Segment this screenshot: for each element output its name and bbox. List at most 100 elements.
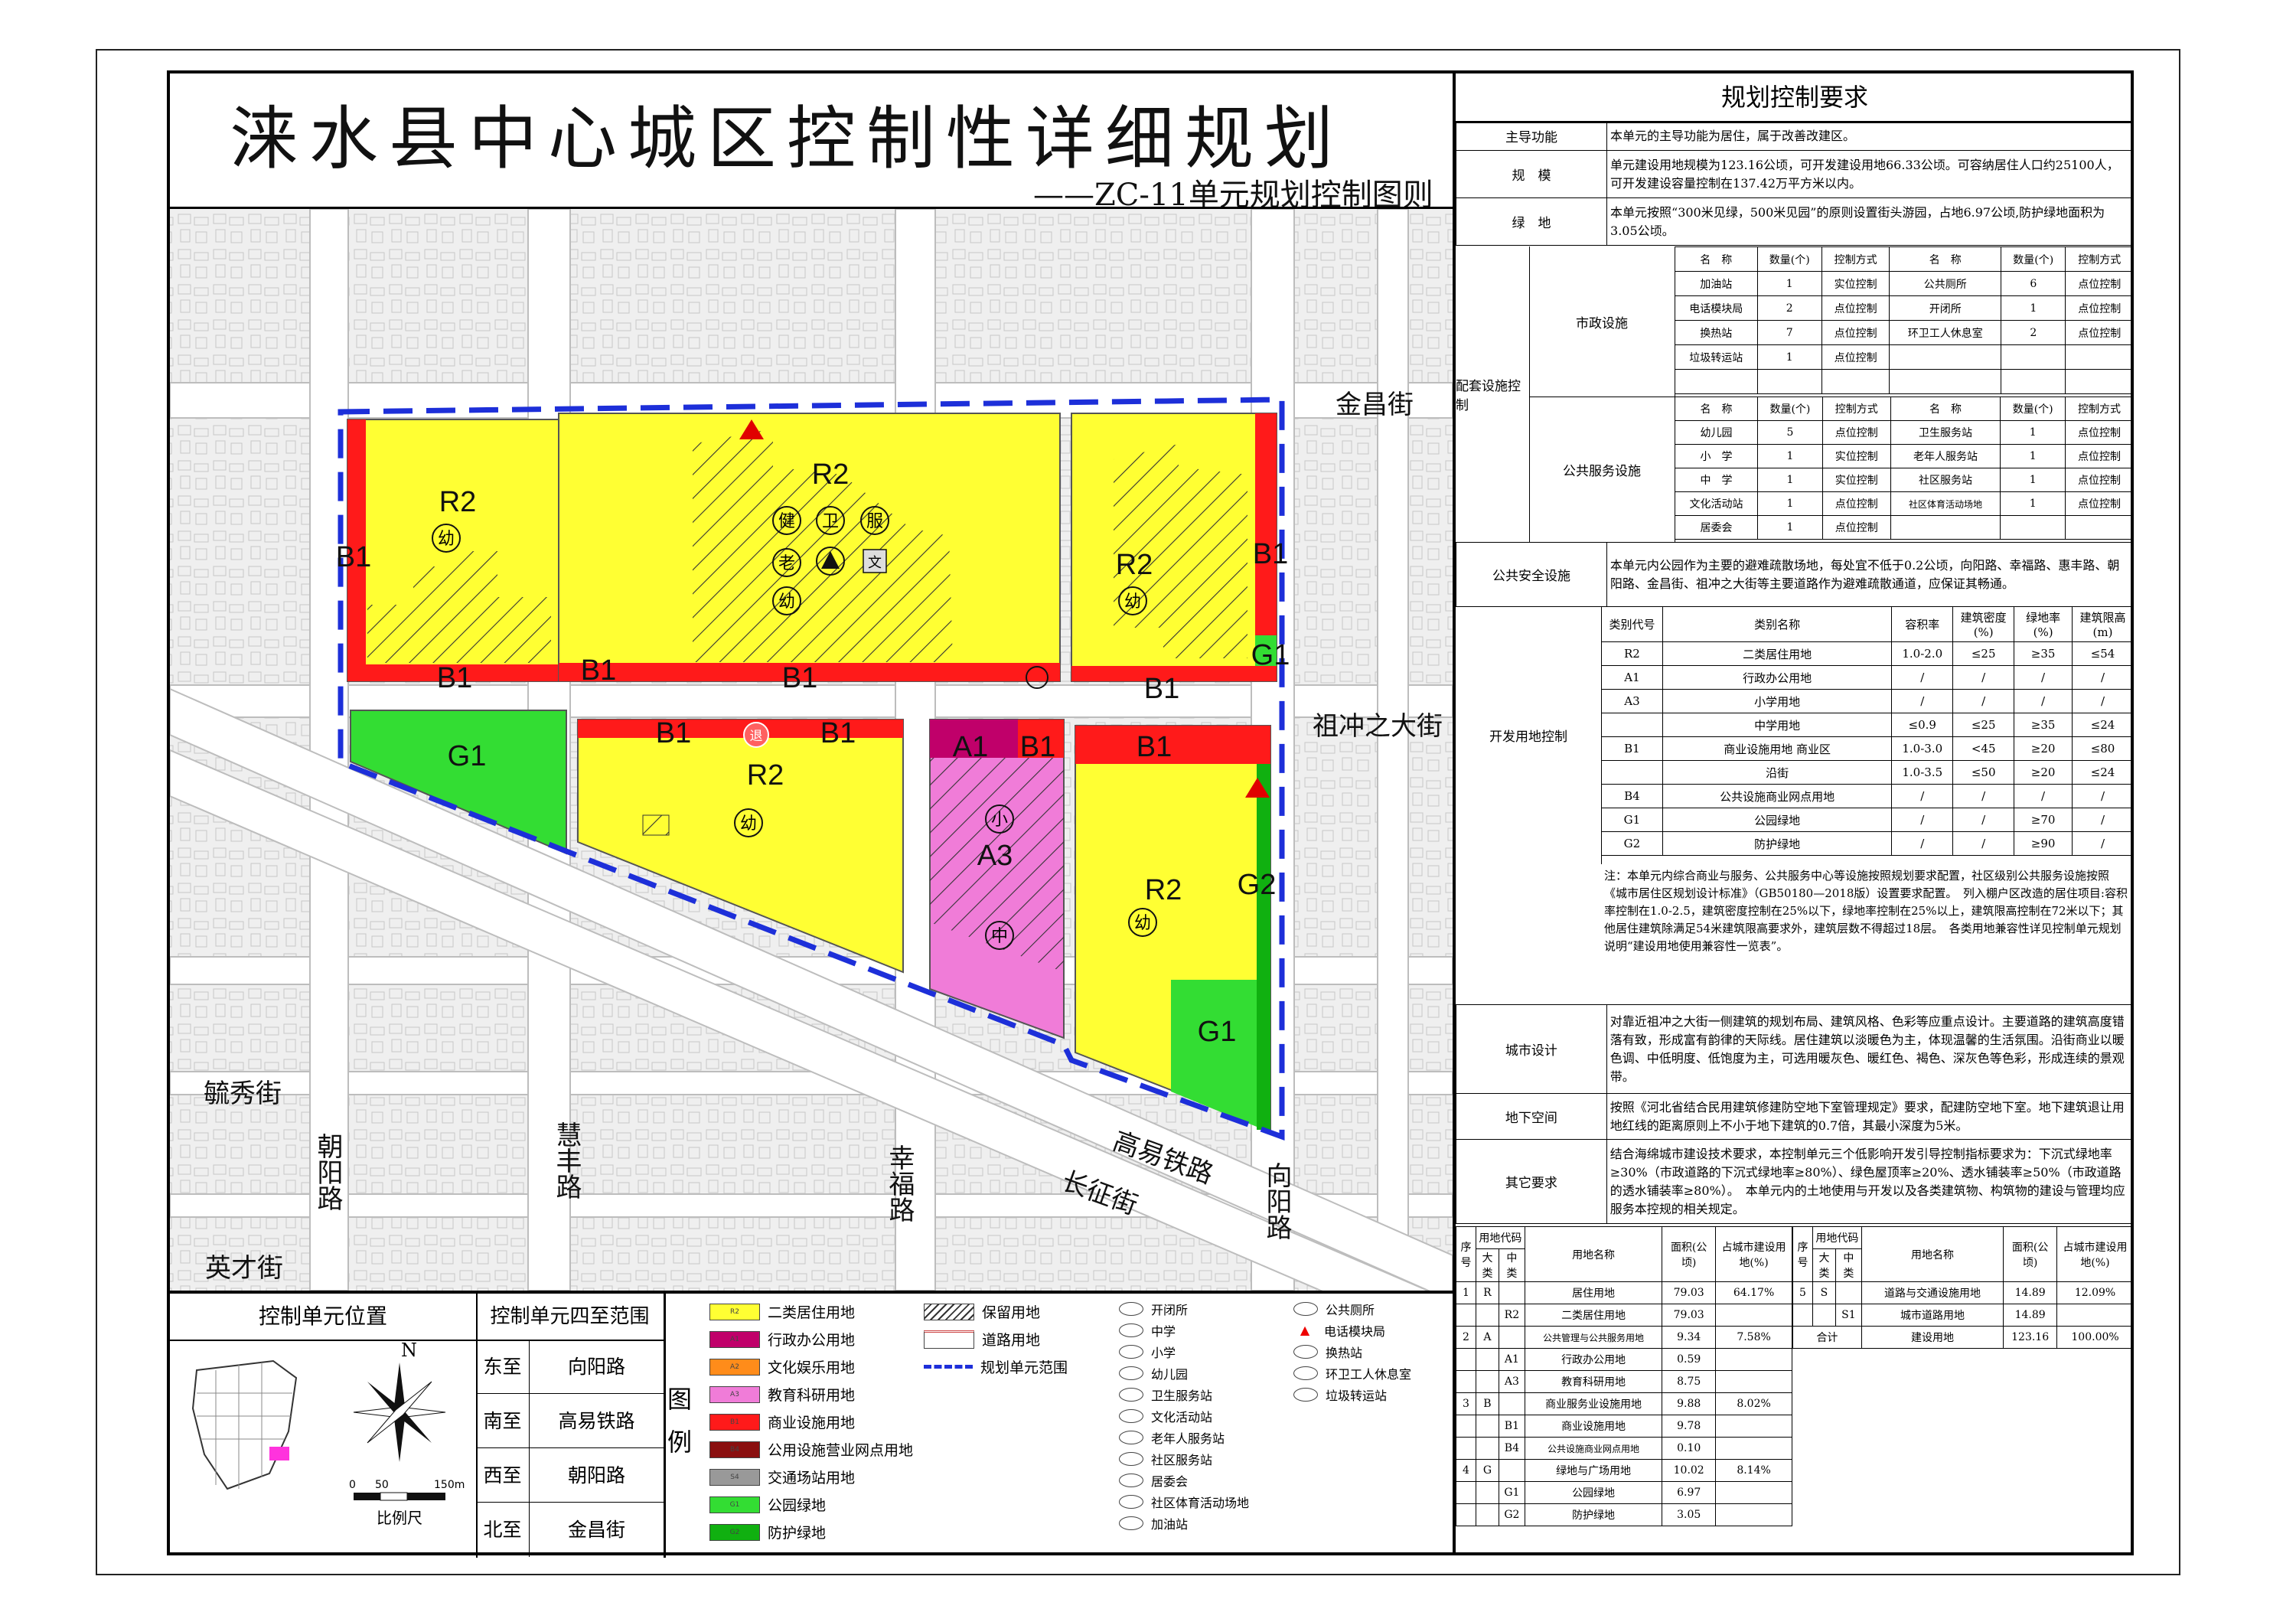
dev-cell: G2 — [1601, 831, 1663, 856]
design-label: 城市设计 — [1456, 1004, 1607, 1094]
pub-cell: 1 — [1757, 468, 1823, 492]
street-jinchang: 金昌街 — [1336, 390, 1414, 420]
sum-total-label: 合计 — [1792, 1326, 1862, 1349]
sum-cell — [1475, 1348, 1499, 1371]
dev-cell: / — [2072, 689, 2134, 713]
muni-cell: 实位控制 — [1821, 271, 1890, 296]
sum-cell: S — [1812, 1281, 1836, 1304]
other-text: 结合海绵城市建设技术要求，本控制单元三个低影响开发引导控制指标要求为：下沉式绿地… — [1606, 1139, 2135, 1224]
sum-head: 面积(公顷) — [2003, 1226, 2058, 1282]
muni-cell: 点位控制 — [2065, 295, 2134, 321]
sum-cell — [1498, 1281, 1525, 1304]
label-r2-south: R2 — [747, 759, 784, 791]
dev-cell: B4 — [1601, 784, 1663, 808]
parcel-g2 — [1257, 764, 1270, 1130]
preserved-north — [693, 429, 953, 662]
label-b1-2: B1 — [437, 662, 472, 694]
sum-cell: 居住用地 — [1524, 1281, 1663, 1304]
sum-cell — [1498, 1326, 1525, 1349]
muni-cell — [1889, 344, 2002, 370]
dev-cell: G1 — [1601, 808, 1663, 832]
public-toilet-legend-icon — [1293, 1302, 1318, 1316]
sum-cell: 8.14% — [1715, 1459, 1792, 1482]
sum-cell: 9.34 — [1662, 1326, 1717, 1349]
label-g2: G2 — [1238, 869, 1277, 901]
gas-station-legend-icon — [1119, 1516, 1143, 1530]
kindergarten-icon-3: 幼 — [1124, 592, 1141, 612]
design-table: 城市设计 对靠近祖冲之大街一侧建筑的规划布局、建筑风格、色彩等应重点设计。主要道… — [1456, 1004, 2135, 1224]
label-b1-5: B1 — [1144, 673, 1179, 705]
muni-cell — [2065, 344, 2134, 370]
label-b1-6: B1 — [1253, 538, 1288, 570]
preserved-ne — [1114, 444, 1247, 658]
sum-cell: 9.88 — [1662, 1392, 1717, 1415]
legend-fac-8: 居委会 — [1151, 1474, 1189, 1489]
sum-cell: 0.10 — [1662, 1437, 1717, 1460]
legend-g1: 公园绿地 — [768, 1497, 827, 1514]
dev-cell: ≤54 — [2072, 641, 2134, 666]
street-huifeng: 慧丰路 — [551, 1121, 582, 1199]
culture-station-legend-icon — [1119, 1409, 1143, 1423]
unit-boundary — [338, 397, 1285, 1141]
sum-cell — [1456, 1503, 1476, 1526]
green-label: 绿 地 — [1455, 197, 1608, 246]
middle-school-icon: 中 — [991, 927, 1008, 946]
range-east-road: 向阳路 — [530, 1340, 664, 1394]
dev-cell: / — [2072, 784, 2134, 808]
pub-cell: 点位控制 — [1821, 515, 1891, 540]
sum-subhead: 中类 — [1835, 1248, 1862, 1282]
safety-table: 公共安全设施 本单元内公园作为主要的避难疏散场地，每处宜不低于0.2公顷，向阳路… — [1456, 542, 2135, 607]
dev-cell: 小学用地 — [1662, 689, 1893, 713]
dev-cell: ≥35 — [2014, 641, 2073, 666]
range-south-road: 高易铁路 — [530, 1394, 664, 1448]
range-west-dir: 西至 — [476, 1448, 530, 1503]
pub-cell: 点位控制 — [1821, 420, 1891, 445]
label-r2-nw: R2 — [439, 486, 477, 518]
pub-head-name1: 名 称 — [1674, 397, 1759, 421]
sum-cell: 教育科研用地 — [1524, 1370, 1663, 1393]
sum-cell: 商业服务业设施用地 — [1524, 1392, 1663, 1415]
muni-cell: 6 — [2001, 271, 2066, 296]
dev-cell: / — [1891, 665, 1954, 690]
function-text: 本单元的主导功能为居住，属于改善改建区。 — [1606, 121, 2134, 151]
telephone-exchange-icon-2 — [1245, 778, 1270, 798]
label-b1-1: B1 — [336, 541, 371, 573]
sum-cell: B1 — [1498, 1415, 1525, 1438]
dev-cell: ≤0.9 — [1891, 713, 1954, 737]
muni-label: 市政设施 — [1529, 246, 1675, 397]
sum-cell — [1715, 1348, 1792, 1371]
sum-cell: 9.78 — [1662, 1415, 1717, 1438]
pub-head-name2: 名 称 — [1890, 397, 2001, 421]
pub-head-count2: 数量(个) — [2000, 397, 2066, 421]
pub-head-method1: 控制方式 — [1821, 397, 1891, 421]
range-west-road: 朝阳路 — [530, 1448, 664, 1503]
support-label: 配套设施控制 — [1456, 246, 1530, 542]
preserved-nw — [367, 551, 551, 663]
label-a1: A1 — [953, 731, 988, 763]
label-b1-9: B1 — [1020, 731, 1055, 763]
dev-head: 容积率 — [1891, 606, 1954, 642]
legend-fac-5: 文化活动站 — [1151, 1410, 1213, 1425]
parcel-b1-edu — [1018, 720, 1064, 758]
location-map-svg: N 0 50 150m 比例尺 — [191, 1340, 465, 1527]
sum-cell — [1792, 1304, 1813, 1327]
elderly-service-icon: 老 — [778, 554, 795, 573]
scale-req-text: 单元建设用地规模为123.16公顷，可开发建设用地66.33公顷。可容纳居住人口… — [1606, 150, 2134, 198]
sum-cell — [1715, 1304, 1792, 1327]
range-table: 东至 向阳路 南至 高易铁路 西至 朝阳路 北至 金昌街 — [476, 1340, 666, 1558]
dev-cell — [1601, 760, 1663, 785]
sum-cell: 0.59 — [1662, 1348, 1717, 1371]
sum-cell — [1475, 1481, 1499, 1504]
pub-cell: 1 — [2000, 420, 2066, 445]
sum-cell — [1475, 1503, 1499, 1526]
dev-cell: / — [2072, 808, 2134, 832]
kindergarten-legend-icon — [1119, 1366, 1143, 1380]
sum-cell — [1475, 1415, 1499, 1438]
parcel-b1-nw-south — [347, 664, 559, 681]
swatch-road — [924, 1330, 974, 1349]
north-label: N — [401, 1340, 417, 1361]
sum-head: 占城市建设用地(%) — [2056, 1226, 2134, 1282]
sum-cell: 防护绿地 — [1524, 1503, 1663, 1526]
